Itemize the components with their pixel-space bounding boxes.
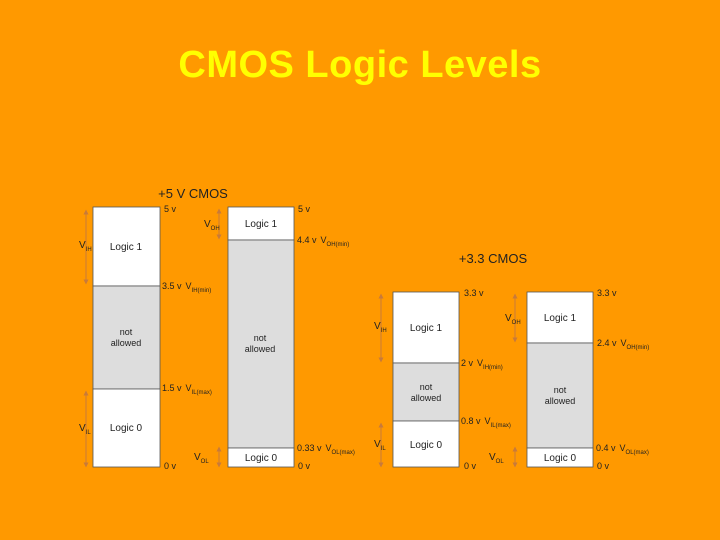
cmos33-vih-label: VIH [374,321,387,334]
cmos5-output-logic1-label: Logic 1 [245,219,278,230]
cmos33-vol-label: VOL [489,452,504,465]
cmos5-output-not-label: not [254,333,267,343]
cmos33-output-forbidden-region [526,342,594,449]
cmos33-input-allowed-label: allowed [411,393,442,403]
cmos33-input-not-label: not [420,382,433,392]
cmos33-input-bottom-level: 0 v [464,461,477,471]
cmos33-voh-label: VOH [505,313,521,326]
cmos5-vol-label: VOL [194,452,209,465]
cmos5-input-logic0-label: Logic 0 [110,423,143,434]
cmos33-vil-label: VIL [374,439,386,452]
cmos33-input-logic0-label: Logic 0 [410,440,443,451]
cmos5-input-logic0-region [92,388,161,468]
slide-title: CMOS Logic Levels [178,44,542,86]
cmos33-output-column: Logic 1 not allowed Logic 0 VOH VOL 3.3 … [489,288,649,471]
cmos33-input-logic1-label: Logic 1 [410,323,443,334]
cmos5-output-allowed-label: allowed [245,344,276,354]
cmos5-vih-label: VIH [79,240,92,253]
cmos33-heading: +3.3 CMOS [459,251,528,266]
cmos5-input-column: Logic 1 not allowed Logic 0 VIH VIL 5 v … [79,204,212,471]
cmos33-input-column: Logic 1 not allowed Logic 0 VIH VIL 3.3 … [374,288,511,471]
cmos33-output-logic0-label: Logic 0 [544,453,577,464]
cmos5-input-logic1-label: Logic 1 [110,242,143,253]
cmos5-output-logic1-region [227,206,295,241]
cmos33-output-logic1-region [526,291,594,344]
cmos33-input-top-level: 3.3 v [464,288,484,298]
cmos5-input-allowed-label: allowed [111,338,142,348]
cmos5-output-bottom-level: 0 v [298,461,311,471]
cmos33-output-top-level: 3.3 v [597,288,617,298]
cmos33-output-allowed-label: allowed [545,396,576,406]
cmos33-input-logic1-region [392,291,460,364]
cmos5-input-forbidden-region [92,285,161,390]
cmos5-output-logic0-label: Logic 0 [245,453,278,464]
cmos5-input-logic1-region [92,206,161,287]
cmos5-output-forbidden-region [227,239,295,449]
cmos33-output-logic0-region [526,447,594,468]
cmos5-input-top-level: 5 v [164,204,177,214]
cmos33-input-forbidden-region [392,362,460,422]
cmos33-input-logic0-region [392,420,460,468]
cmos5-vil-label: VIL [79,423,91,436]
cmos33-output-not-label: not [554,385,567,395]
cmos5-input-not-label: not [120,327,133,337]
cmos5-output-top-level: 5 v [298,204,311,214]
cmos5-voh-label: VOH [204,219,220,232]
cmos5-input-bottom-level: 0 v [164,461,177,471]
cmos5-heading: +5 V CMOS [158,186,228,201]
cmos33-output-bottom-level: 0 v [597,461,610,471]
cmos5-output-column: Logic 1 not allowed Logic 0 VOH VOL 5 v … [194,204,355,471]
cmos5-output-logic0-region [227,447,295,468]
cmos33-output-logic1-label: Logic 1 [544,313,577,324]
